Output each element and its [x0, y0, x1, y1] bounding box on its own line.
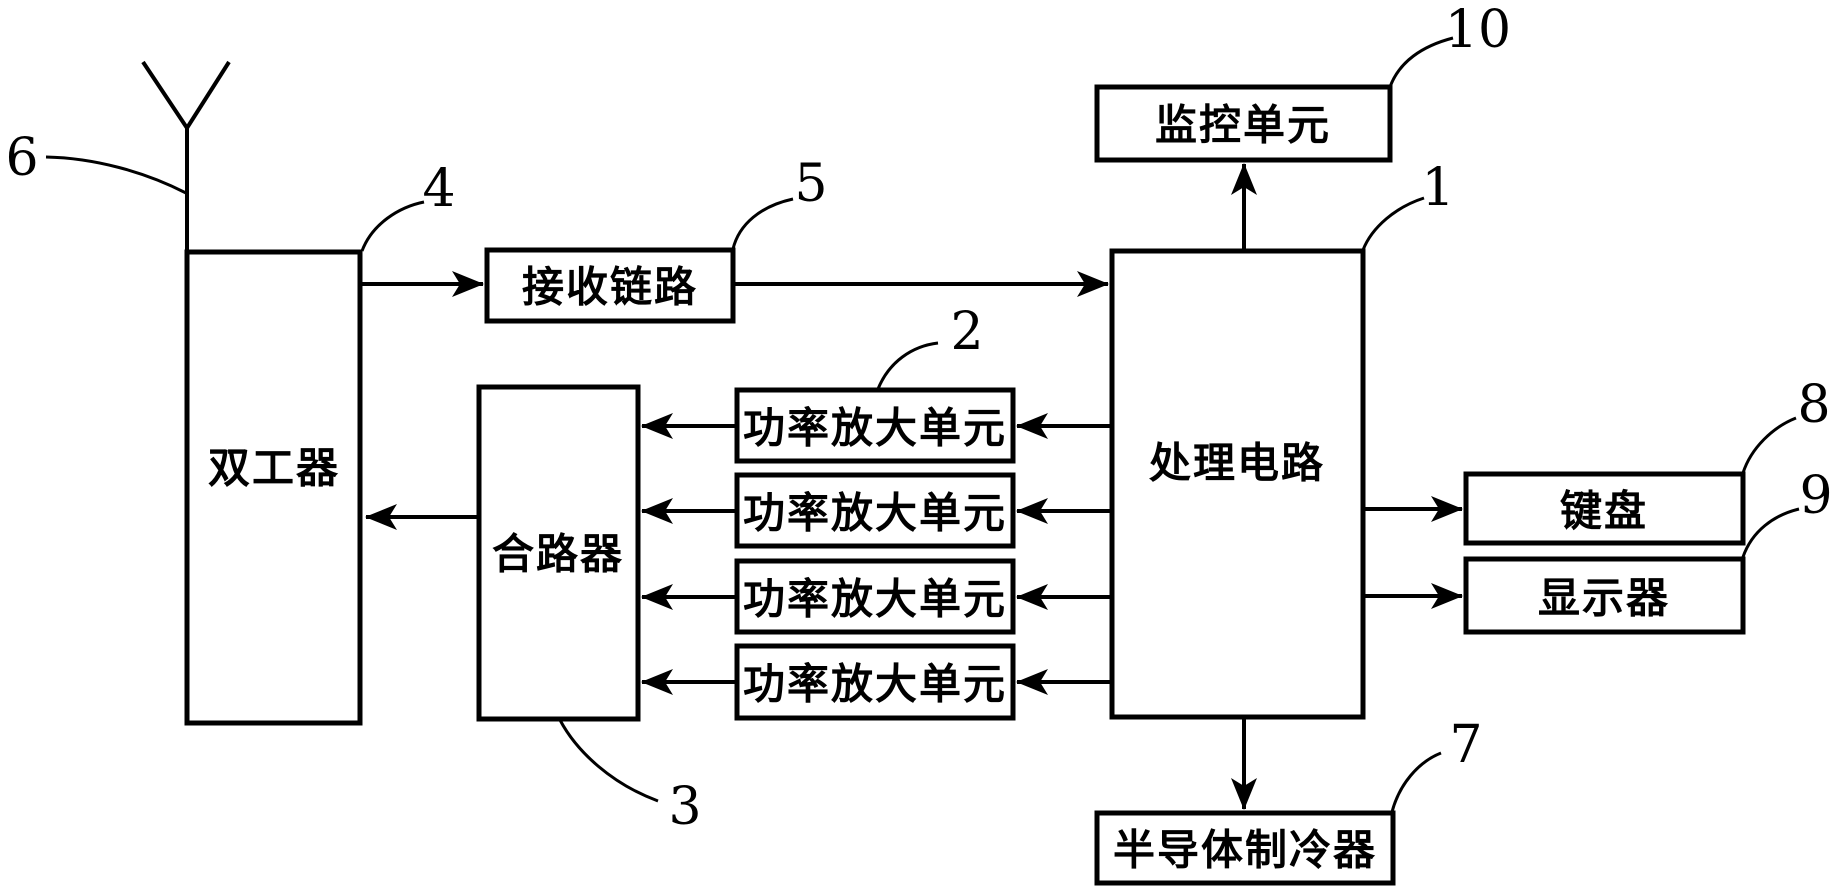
ref-6: 6: [5, 128, 38, 188]
node-duplexer: 双工器: [184, 249, 363, 726]
display-box: [1463, 556, 1746, 635]
node-processor: 处理电路: [1109, 248, 1366, 720]
keyboard-label: 键盘: [1560, 488, 1648, 535]
node-receive-chain: 接收链路: [484, 247, 736, 324]
node-keyboard: 键盘: [1463, 471, 1746, 546]
antenna-icon: [141, 60, 231, 252]
ref-10: 10: [1445, 0, 1511, 60]
ref-1: 1: [1421, 158, 1454, 218]
pa-3-box: [734, 558, 1016, 635]
monitor-label: 监控单元: [1155, 102, 1331, 149]
duplexer-box: [184, 249, 363, 726]
node-monitor: 监控单元: [1094, 84, 1393, 163]
leader-3: [558, 719, 659, 803]
ref-5: 5: [794, 154, 827, 214]
ref-3: 3: [668, 777, 701, 837]
ref-7: 7: [1449, 715, 1482, 775]
receive-chain-label: 接收链路: [522, 264, 698, 311]
leader-5: [731, 197, 794, 250]
leader-4: [360, 200, 425, 252]
cooler-label: 半导体制冷器: [1113, 827, 1377, 874]
node-pa-3: 功率放大单元: [734, 558, 1016, 635]
antenna-arm-left: [141, 60, 189, 130]
node-pa-4: 功率放大单元: [734, 643, 1016, 721]
duplexer-label: 双工器: [208, 445, 340, 492]
pa-4-label: 功率放大单元: [743, 661, 1007, 708]
node-combiner: 合路器: [476, 384, 641, 722]
pa-4-box: [734, 643, 1016, 721]
pa-1-label: 功率放大单元: [743, 405, 1007, 452]
node-display: 显示器: [1463, 556, 1746, 635]
receive-chain-box: [484, 247, 736, 324]
combiner-label: 合路器: [492, 531, 624, 578]
leader-9: [1741, 507, 1800, 558]
ref-2: 2: [950, 302, 983, 362]
processor-box: [1109, 248, 1366, 720]
antenna-arm-right: [185, 60, 231, 130]
leader-8: [1741, 416, 1797, 474]
ref-8: 8: [1797, 375, 1830, 435]
leader-7: [1390, 751, 1442, 813]
leader-10: [1388, 36, 1454, 88]
node-cooler: 半导体制冷器: [1094, 810, 1396, 886]
display-label: 显示器: [1538, 575, 1670, 622]
pa-3-label: 功率放大单元: [743, 576, 1007, 623]
node-pa-2: 功率放大单元: [734, 472, 1016, 549]
leader-2: [876, 341, 939, 390]
combiner-box: [476, 384, 641, 722]
cooler-box: [1094, 810, 1396, 886]
node-pa-1: 功率放大单元: [734, 387, 1016, 464]
pa-2-label: 功率放大单元: [743, 490, 1007, 537]
ref-9: 9: [1799, 466, 1832, 526]
pa-1-box: [734, 387, 1016, 464]
ref-4: 4: [422, 159, 455, 219]
leader-1: [1361, 196, 1425, 251]
leader-6: [45, 155, 187, 195]
keyboard-box: [1463, 471, 1746, 546]
processor-label: 处理电路: [1149, 440, 1325, 487]
monitor-box: [1094, 84, 1393, 163]
pa-2-box: [734, 472, 1016, 549]
